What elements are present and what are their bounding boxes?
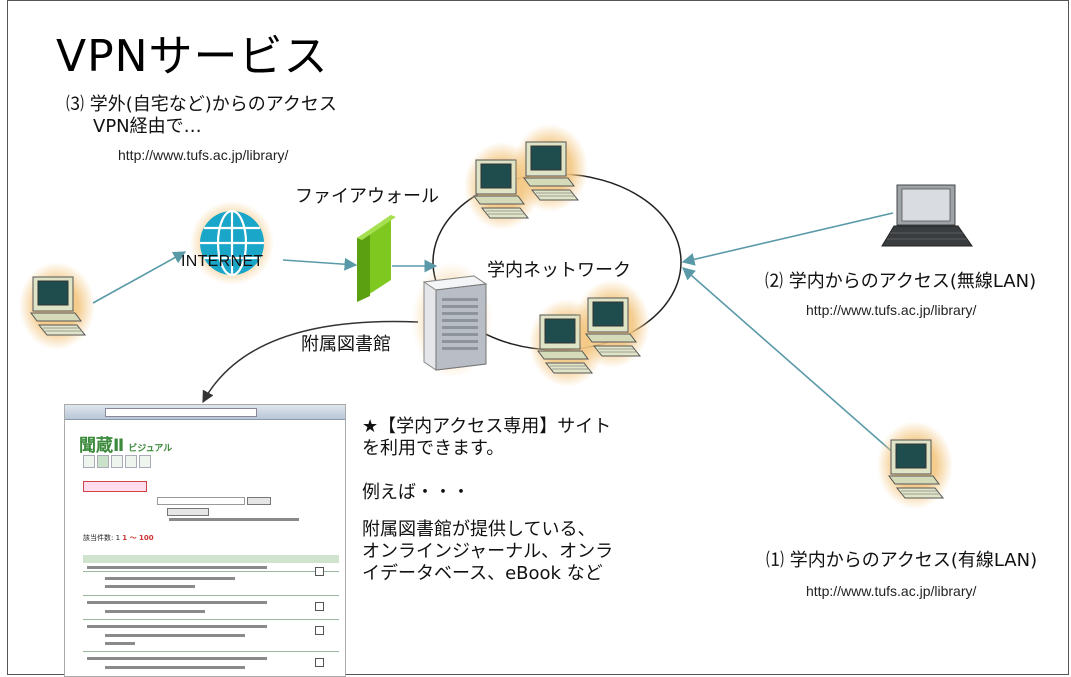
result-text [87,657,267,660]
external-access-label: ⑶ 学外(自宅など)からのアクセス [66,94,337,115]
database-tab: ​ [125,455,137,468]
wired-access-label: ⑴ 学内からのアクセス(有線LAN) [766,550,1038,571]
arrow-pc-internet [92,251,187,304]
arrow-wired-pc-network [682,267,906,464]
search-button [247,497,271,505]
info-line-3: 附属図書館が提供している、 [362,519,596,540]
browser-toolbar [65,405,345,420]
arrow-laptop-network [681,212,894,266]
campus-pc-icon-2 [512,124,588,212]
result-text [105,666,245,669]
wireless-access-url: http://www.tufs.ac.jp/library/ [806,302,977,318]
database-tab: ​ [111,455,123,468]
database-tabs: ​ ​ ​ ​ ​ [83,455,151,468]
search-input [157,497,245,505]
results-table-header [83,555,339,563]
slide-frame [7,0,1069,675]
database-tab: ​ [139,455,151,468]
arrow-internet-firewall [282,257,358,271]
campus-pc-icon-4 [574,280,650,368]
table-row [83,651,339,652]
search-options [169,518,299,521]
library-label: 附属図書館 [301,334,391,355]
info-line-1b: を利用できます。 [362,438,505,459]
info-line-3b: オンラインジャーナル、オンラ [362,541,614,562]
result-checkbox [315,567,324,576]
wireless-access-label: ⑵ 学内からのアクセス(無線LAN) [765,271,1037,292]
firewall-icon [357,215,396,302]
external-access-url: http://www.tufs.ac.jp/library/ [118,147,289,163]
result-text [105,577,235,580]
wired-pc-icon [877,421,953,509]
result-text [105,585,195,588]
table-row [83,571,339,572]
external-access-via-vpn-label: VPN経由で… [93,116,202,137]
firewall-label: ファイアウォール [295,186,439,207]
browser-address-bar [105,408,257,417]
result-text [87,625,267,628]
result-checkbox [315,626,324,635]
result-text [87,566,267,569]
page-title: VPNサービス [56,31,329,82]
library-server-icon [412,262,492,378]
info-line-2: 例えば・・・ [362,482,470,503]
hit-count: 該当件数: 1 1 ～ 100 [83,534,154,542]
result-text [105,642,135,645]
result-checkbox [315,602,324,611]
campus-network-label: 学内ネットワーク [487,260,631,281]
wired-access-url: http://www.tufs.ac.jp/library/ [806,583,977,599]
arrow-server-screenshot [202,320,419,404]
info-line-1: ★【学内アクセス専用】サイト [362,416,612,437]
info-line-3c: イデータベース、eBook など [362,563,603,584]
database-tab: ​ [83,455,95,468]
result-text [105,634,245,637]
internet-label: INTERNET [181,253,264,270]
table-row [83,595,339,596]
laptop-icon [881,184,973,247]
result-text [87,601,267,604]
internet-globe-icon [190,201,274,285]
result-checkbox [315,658,324,667]
external-pc-icon [19,262,95,350]
table-row [83,619,339,620]
database-tab: ​ [97,455,109,468]
option-buttons [167,508,209,516]
search-section-header [83,481,147,492]
result-text [105,610,205,613]
